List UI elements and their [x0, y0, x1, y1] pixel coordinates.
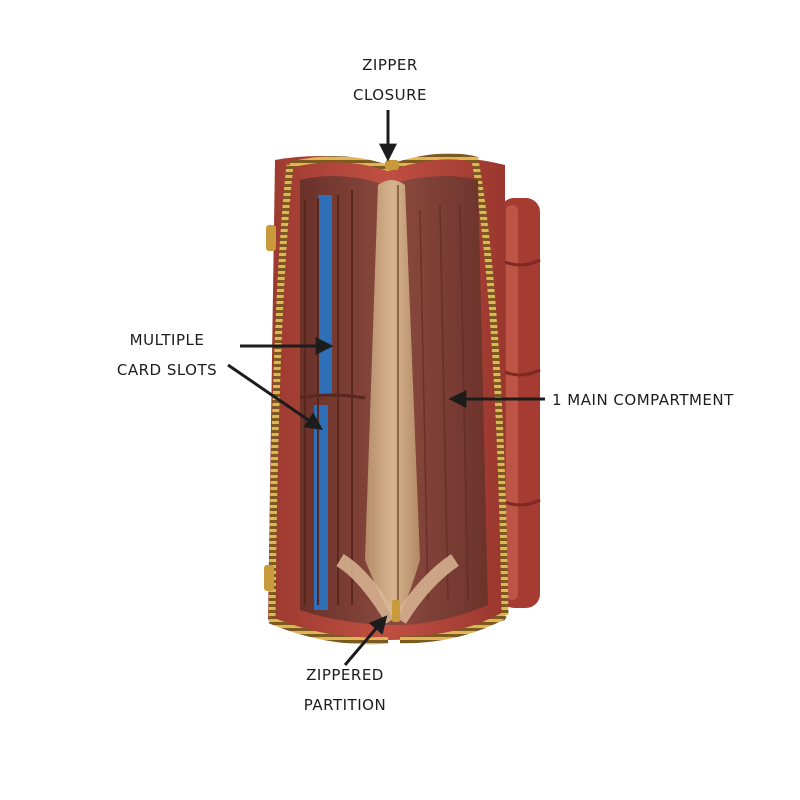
annotation-arrows: [227, 110, 545, 666]
zippered-partition-label: ZIPPERED PARTITION: [290, 660, 400, 720]
card-slots-line-2: CARD SLOTS: [116, 361, 218, 379]
card-slots-line-1: MULTIPLE: [129, 331, 205, 349]
zipper-closure-label: ZIPPER CLOSURE: [330, 50, 450, 110]
zippered-partition-line-2: PARTITION: [303, 696, 387, 714]
card-slots-label: MULTIPLE CARD SLOTS: [112, 325, 222, 385]
main-compartment-line-1: 1 MAIN COMPARTMENT: [552, 391, 734, 409]
zippered-partition-line-1: ZIPPERED: [306, 666, 384, 684]
zippered-partition: [365, 180, 420, 620]
main-compartment-label: 1 MAIN COMPARTMENT: [552, 385, 734, 415]
zipper-closure-line-2: CLOSURE: [352, 86, 427, 104]
zipper-closure-line-1: ZIPPER: [362, 56, 418, 74]
wallet-strap: [499, 198, 541, 608]
